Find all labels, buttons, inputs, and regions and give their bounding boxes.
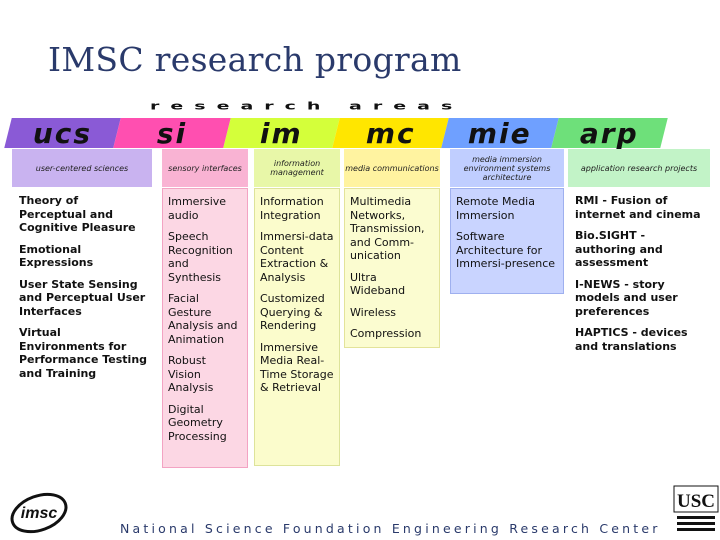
- list-item: Speech Recognition and Synthesis: [168, 230, 233, 284]
- column-im: Information Integration Immersi-data Con…: [254, 188, 340, 466]
- column-mc: Multimedia Networks, Transmission, and C…: [344, 188, 440, 348]
- imsc-logo: imsc: [10, 492, 68, 534]
- page-title: IMSC research program: [48, 40, 462, 79]
- usc-logo: USC: [673, 485, 719, 531]
- area-tab-ucs[interactable]: ucs: [4, 117, 122, 150]
- list-item: Information Integration: [260, 195, 324, 222]
- list-item: Immersi-data Content Extraction & Analys…: [260, 230, 334, 284]
- list-item: Remote Media Immersion: [456, 195, 535, 222]
- usc-logo-text: USC: [677, 491, 715, 512]
- caption-mie: media immersion environment systems arch…: [450, 149, 564, 187]
- area-tab-arp[interactable]: arp: [550, 117, 668, 150]
- column-ucs: Theory of Perceptual and Cognitive Pleas…: [14, 188, 154, 380]
- research-areas-banner: research areas: [150, 100, 464, 113]
- area-tab-im[interactable]: im: [222, 117, 340, 150]
- list-item: Customized Querying & Rendering: [260, 292, 325, 332]
- imsc-logo-text: imsc: [21, 505, 58, 522]
- list-item: Immersive Media Real-Time Storage & Retr…: [260, 340, 334, 395]
- area-band: ucs si im mc mie arp: [4, 117, 668, 150]
- list-item: Digital Geometry Processing: [168, 402, 227, 443]
- area-tab-mc[interactable]: mc: [332, 117, 450, 150]
- area-tab-si[interactable]: si: [113, 117, 231, 150]
- list-item: User State Sensing and Perceptual User I…: [19, 277, 146, 318]
- column-mie: Remote Media Immersion Software Architec…: [450, 188, 564, 294]
- list-item: Immersive audio: [168, 195, 227, 222]
- list-item: Bio.SIGHT - authoring and assessment: [575, 229, 663, 269]
- footer-text: National Science Foundation Engineering …: [120, 521, 661, 536]
- list-item: Theory of Perceptual and Cognitive Pleas…: [19, 194, 136, 234]
- caption-im: information management: [254, 149, 340, 187]
- list-item: I-NEWS - story models and user preferenc…: [575, 277, 678, 318]
- list-item: RMI - Fusion of internet and cinema: [575, 194, 701, 221]
- list-item: Emotional Expressions: [19, 242, 94, 270]
- area-tab-mie[interactable]: mie: [441, 117, 559, 150]
- caption-si: sensory interfaces: [162, 149, 248, 187]
- column-arp: RMI - Fusion of internet and cinema Bio.…: [570, 188, 710, 353]
- caption-ucs: user-centered sciences: [12, 149, 152, 187]
- list-item: Virtual Environments for Performance Tes…: [19, 326, 148, 380]
- list-item: HAPTICS - devices and translations: [575, 326, 688, 353]
- list-item: Facial Gesture Analysis and Animation: [168, 292, 238, 346]
- list-item: Multimedia Networks, Transmission, and C…: [350, 195, 425, 262]
- caption-arp: application research projects: [568, 149, 710, 187]
- list-item: Ultra Wideband: [350, 270, 406, 298]
- column-si: Immersive audio Speech Recognition and S…: [162, 188, 248, 468]
- list-item: Robust Vision Analysis: [168, 354, 214, 394]
- list-item: Software Architecture for Immersi-presen…: [456, 230, 556, 270]
- caption-mc: media communications: [344, 149, 440, 187]
- list-item: Wireless: [350, 305, 397, 319]
- list-item: Compression: [350, 327, 422, 340]
